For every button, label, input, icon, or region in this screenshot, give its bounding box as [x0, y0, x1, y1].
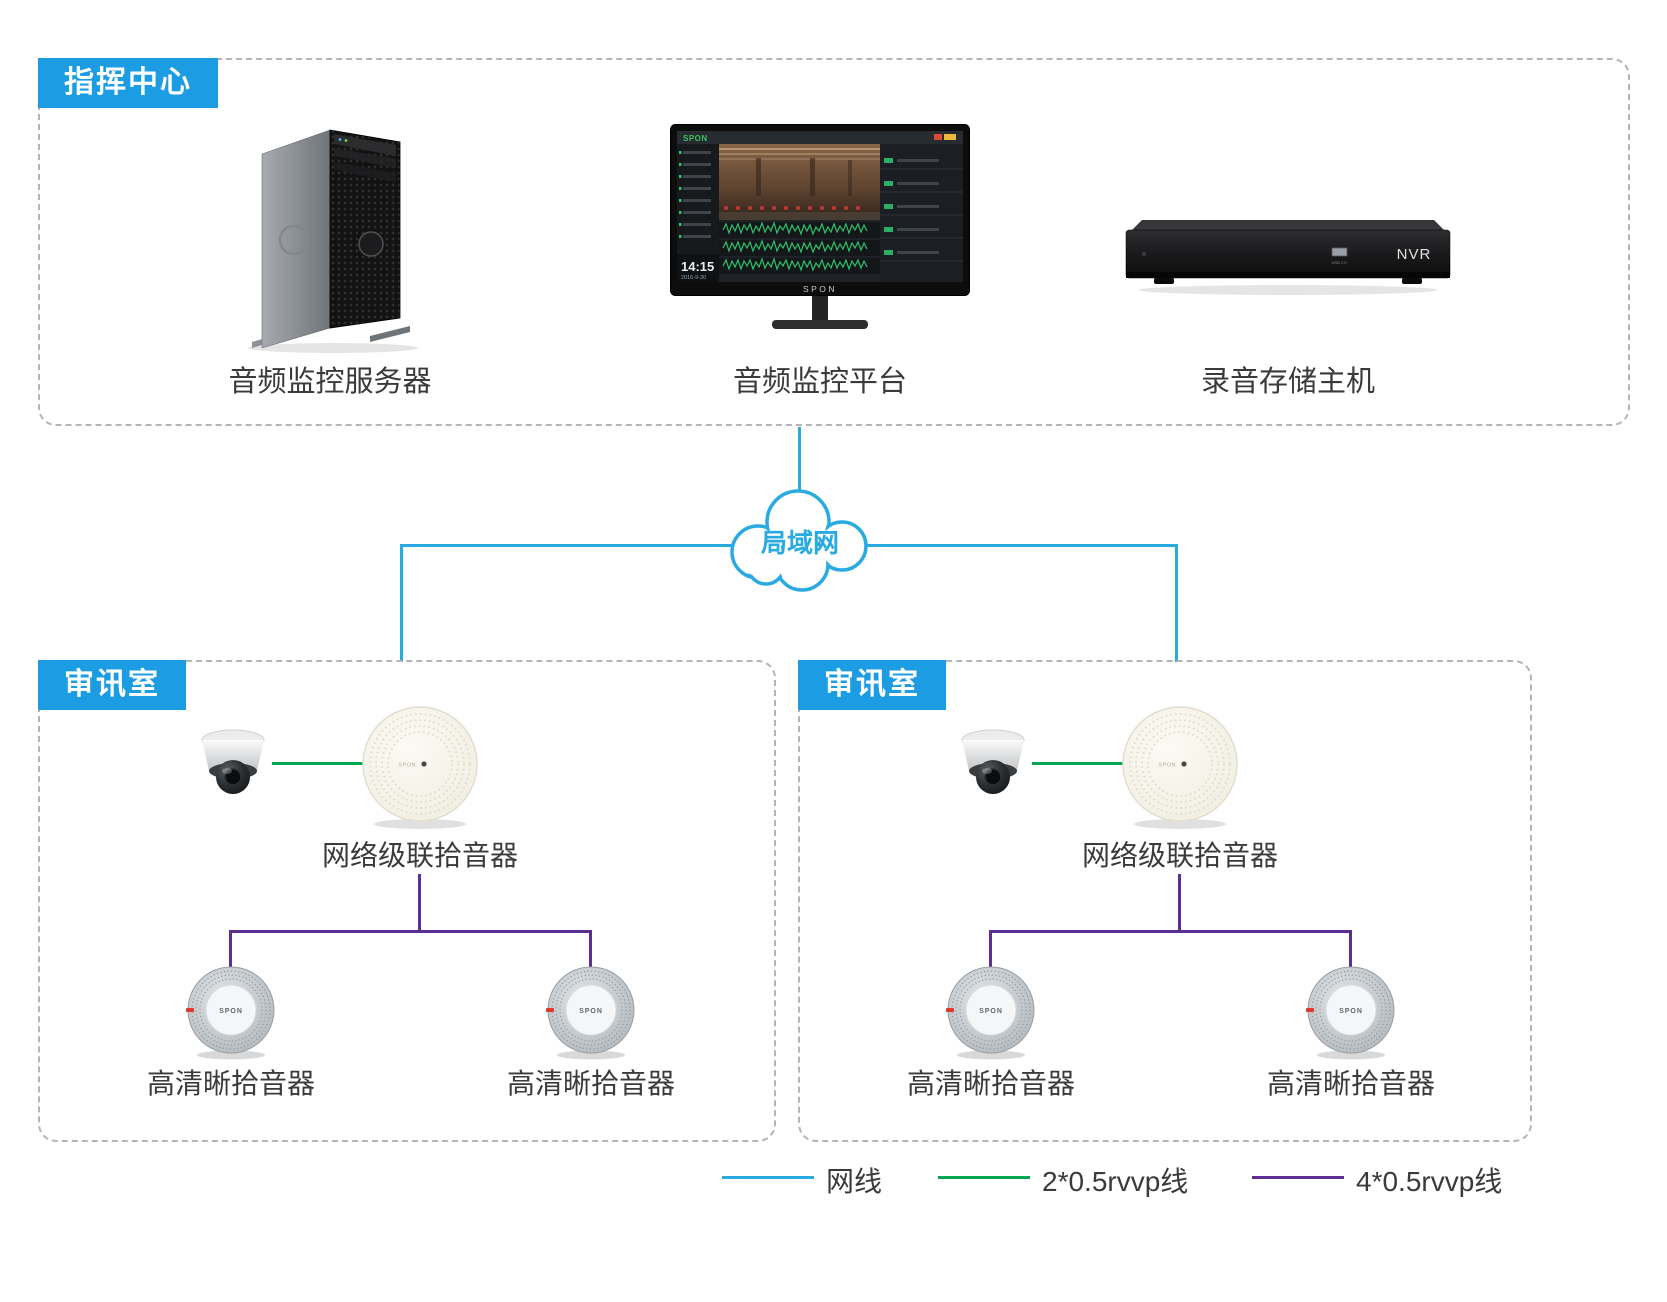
monitor-date-text: 2016-9-30 — [681, 275, 706, 281]
legend-rvvp4-label: 4*0.5rvvp线 — [1356, 1166, 1503, 1197]
monitor-bezel-brand-text: SPON — [803, 284, 837, 294]
room-2-mic-2-label: 高清晰拾音器 — [1266, 1068, 1435, 1099]
legend-rvvp4-line — [1252, 1176, 1344, 1179]
cable-net-to-room-1 — [400, 544, 403, 662]
cable-rvvp4-to-mic1-room2 — [989, 930, 992, 967]
cable-rvvp2-camera-to-pickup-room1 — [272, 762, 368, 765]
cable-rvvp4-pickup-drop-room1 — [418, 874, 421, 932]
command-center-zone — [38, 58, 1630, 426]
hd-pickup-icon: SPON — [946, 966, 1035, 1060]
legend-rvvp2-line — [938, 1176, 1030, 1179]
hd-pickup-icon: SPON — [186, 966, 275, 1060]
audio-server-image — [248, 129, 418, 353]
lan-cloud-label: 局域网 — [761, 528, 839, 558]
audio-server-label: 音频监控服务器 — [228, 366, 432, 398]
room-1-mic-2-label: 高清晰拾音器 — [506, 1068, 675, 1099]
room-2-mic-1-label: 高清晰拾音器 — [906, 1068, 1075, 1099]
cable-rvvp4-to-mic2-room2 — [1349, 930, 1352, 967]
monitor-scene-seats — [724, 206, 860, 210]
room-1-mic-1-label: 高清晰拾音器 — [146, 1068, 315, 1099]
room-2-zone — [798, 660, 1532, 1142]
mic-brand-text: SPON — [1339, 1008, 1363, 1015]
mic-brand-text: SPON — [979, 1008, 1003, 1015]
pickup-brand-text: SPON — [1158, 763, 1176, 769]
room-1-pickup-label: 网络级联拾音器 — [321, 840, 518, 871]
room-1-tag: 审讯室 — [38, 660, 186, 710]
nvr-badge-text: NVR — [1397, 246, 1432, 263]
legend-net-line — [722, 1176, 814, 1179]
legend-net-label: 网线 — [826, 1166, 883, 1197]
dome-camera-icon — [961, 729, 1025, 794]
nvr-storage-image: USB 2.0 NVR — [1125, 220, 1451, 295]
network-pickup-icon: SPON — [362, 706, 478, 829]
mic-brand-text: SPON — [219, 1008, 243, 1015]
nvr-usb-port-text: USB 2.0 — [1332, 260, 1348, 265]
cable-rvvp2-camera-to-pickup-room2 — [1032, 762, 1128, 765]
monitor-time-text: 14:15 — [681, 259, 714, 274]
hd-pickup-icon: SPON — [1306, 966, 1395, 1060]
cable-rvvp4-pickup-drop-room2 — [1178, 874, 1181, 932]
cable-rvvp4-to-mic2-room1 — [589, 930, 592, 967]
monitor-platform-label: 音频监控平台 — [732, 366, 907, 398]
monitor-right-panel-rows — [880, 158, 963, 262]
dome-camera-icon — [201, 729, 265, 794]
nvr-storage-label: 录音存储主机 — [1200, 366, 1375, 398]
legend-rvvp2-label: 2*0.5rvvp线 — [1042, 1166, 1189, 1197]
cable-net-platform-to-lan — [798, 427, 801, 497]
room-1-zone — [38, 660, 776, 1142]
network-pickup-icon: SPON — [1122, 706, 1238, 829]
cable-net-to-room-2 — [1175, 544, 1178, 662]
room-2-tag: 审讯室 — [798, 660, 946, 710]
command-center-tag: 指挥中心 — [38, 58, 218, 108]
lan-cloud: 局域网 — [730, 489, 868, 592]
monitor-sidebar-rows — [679, 151, 711, 238]
cable-rvvp4-branch-room1 — [229, 930, 592, 933]
cable-rvvp4-branch-room2 — [989, 930, 1352, 933]
hd-pickup-icon: SPON — [546, 966, 635, 1060]
pickup-brand-text: SPON — [398, 763, 416, 769]
mic-brand-text: SPON — [579, 1008, 603, 1015]
monitor-header-brand-text: SPON — [683, 134, 708, 143]
room-2-pickup-label: 网络级联拾音器 — [1081, 840, 1278, 871]
cable-rvvp4-to-mic1-room1 — [229, 930, 232, 967]
monitor-platform-image: SPON 14:15 2016-9-30 — [670, 124, 970, 329]
